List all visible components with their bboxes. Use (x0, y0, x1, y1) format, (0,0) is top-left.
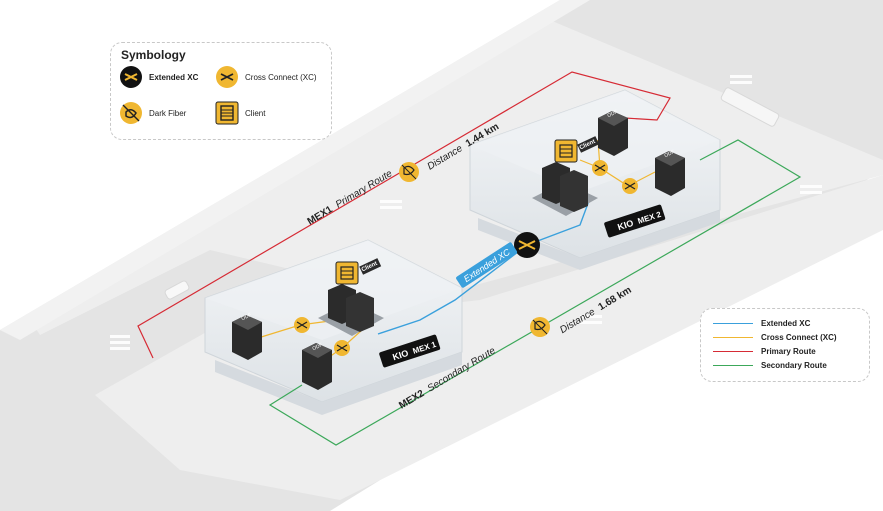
legend-item-primary-route: Primary Route (713, 347, 816, 356)
xc-node-mex2-b (622, 178, 638, 194)
symbology-label: Client (245, 108, 266, 118)
extended-xc-node (514, 232, 540, 258)
legend-swatch (713, 365, 753, 366)
client-server-mex2: Client (532, 136, 600, 216)
route-legend: Extended XC Cross Connect (XC) Primary R… (700, 308, 870, 382)
odf-rack-mex2-b: ODF (655, 149, 685, 196)
crosswalks (110, 75, 822, 350)
symbology-label: Cross Connect (XC) (245, 72, 317, 82)
mex2-brand: KIO (616, 218, 634, 232)
primary-route-line (137, 71, 671, 359)
vehicle-car (164, 280, 190, 300)
odf-rack-mex1-b: ODF (302, 342, 332, 390)
mex1-brand: KIO (391, 348, 409, 362)
legend-label: Secondary Route (761, 361, 827, 370)
legend-label: Cross Connect (XC) (761, 333, 837, 342)
legend-item-extended-xc: Extended XC (713, 319, 810, 328)
symbology-item-client: Client (215, 101, 265, 125)
xc-node-mex1-a (294, 317, 310, 333)
dark-fiber-icon (120, 102, 142, 124)
symbology-panel: Symbology Extended XC Cross Connect (XC)… (110, 42, 332, 140)
mex1-site-badge: KIO MEX 1 (379, 334, 441, 368)
extended-xc-line (377, 197, 591, 335)
vehicle-bus (720, 87, 780, 127)
xc-node-mex2-a (592, 160, 608, 176)
odf-label: ODF (664, 149, 676, 159)
mex2-site-badge: KIO MEX 2 (604, 204, 666, 238)
legend-label: Primary Route (761, 347, 816, 356)
odf-label: ODF (607, 109, 619, 119)
symbology-item-dark-fiber: Dark Fiber (119, 101, 186, 125)
odf-rack-mex2-a: ODF (598, 109, 628, 156)
cross-connect-icon (216, 66, 238, 88)
symbology-item-extended-xc: Extended XC (119, 65, 198, 89)
xc-node-mex1-b (334, 340, 350, 356)
odf-label: ODF (312, 342, 324, 352)
symbology-item-cross-connect: Cross Connect (XC) (215, 65, 317, 89)
odf-label: ODF (241, 312, 253, 322)
legend-item-secondary-route: Secondary Route (713, 361, 827, 370)
symbology-title: Symbology (121, 48, 186, 62)
dark-fiber-node-secondary (530, 317, 550, 337)
odf-rack-mex1-a: ODF (232, 312, 262, 360)
symbology-label: Dark Fiber (149, 108, 187, 118)
legend-label: Extended XC (761, 319, 811, 328)
symbology-label: Extended XC (149, 72, 199, 82)
legend-item-cross-connect: Cross Connect (XC) (713, 333, 837, 342)
dark-fiber-node-primary (399, 162, 419, 182)
extended-xc-icon (120, 66, 142, 88)
client-icon (215, 101, 239, 125)
client-server-mex1: Client (318, 258, 384, 336)
city-block-top (30, 18, 883, 335)
legend-swatch (713, 351, 753, 352)
secondary-route-line (268, 139, 802, 446)
legend-swatch (713, 323, 753, 324)
legend-swatch (713, 337, 753, 338)
sidewalk-strip (0, 0, 590, 340)
